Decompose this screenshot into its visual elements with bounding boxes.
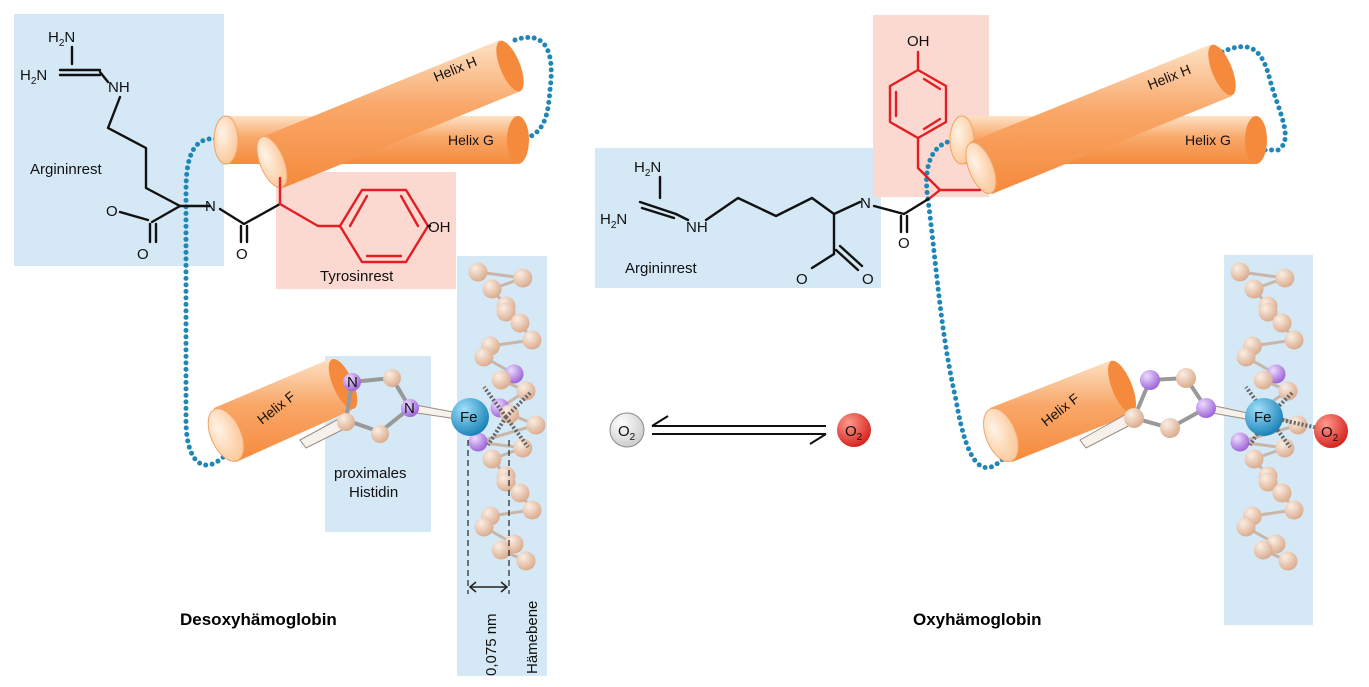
heme-carbon-atom (491, 540, 511, 560)
iron-atom-right (1245, 398, 1283, 436)
arginine-structure-right: H2N H2N NH O O N O Argininrest (600, 159, 942, 288)
chain-right-gf (924, 137, 1015, 471)
atom-o-carbonyl-right: O (862, 271, 874, 288)
oxy-title: Oxyhämoglobin (913, 610, 1041, 629)
heme-carbon-atom (516, 551, 536, 571)
helix-h-left: Helix H (256, 40, 524, 188)
tyrosine-structure-right: OH (888, 33, 982, 192)
heme-carbon-atom (1244, 279, 1264, 299)
iron-atom-left (451, 398, 489, 436)
heme-carbon-atom (1236, 517, 1256, 537)
oxygen-heme-right (1314, 414, 1348, 448)
heme-carbon-atom (491, 370, 511, 390)
helix-f-right: Helix F (983, 360, 1136, 463)
heme-carbon-atom (522, 500, 542, 520)
atom-nh-right: NH (686, 219, 708, 236)
heme-carbon-atom (468, 262, 488, 282)
atom-oh-right: OH (907, 33, 930, 50)
atom-o-carboxyl-right: O (796, 271, 808, 288)
heme-plane-box-left (457, 256, 547, 676)
helix-h-right: Helix H (965, 44, 1236, 194)
heme-carbon-atom (522, 330, 542, 350)
atom-n-amide-left: N (205, 198, 216, 215)
atom-h2n-mid-right: H2N (600, 211, 627, 231)
oxygen-heme-right-label: O2 (1321, 424, 1339, 444)
arginine-box-left (14, 14, 224, 266)
tyrosine-structure-left: OH Tyrosinrest (278, 176, 451, 285)
heme-carbon-atom (1236, 347, 1256, 367)
heme-carbon-atom (1284, 330, 1304, 350)
chain-left-gh (512, 35, 554, 143)
heme-carbon-atom (1272, 483, 1292, 503)
heme-carbon-atom (1258, 302, 1278, 322)
heme-plane-label: Hämebene (524, 601, 541, 674)
chain-left-gf (183, 136, 239, 468)
iron-label-left: Fe (460, 409, 478, 426)
histidine-left: N N proximales Histidin (299, 369, 465, 501)
atom-n-amide-right: N (860, 195, 871, 212)
histidine-label-left-2: Histidin (349, 484, 398, 501)
distance-label: 0,075 nm (483, 613, 500, 676)
desoxy-title: Desoxyhämoglobin (180, 610, 337, 629)
arginine-label-left: Argininrest (30, 161, 103, 178)
heme-carbon-atom (482, 279, 502, 299)
heme-carbon-atom (513, 268, 533, 288)
atom-o-carbonyl-left: O (137, 246, 149, 263)
atom-oh-left: OH (428, 219, 451, 236)
tyrosine-label-left: Tyrosinrest (320, 268, 394, 285)
heme-nitrogen-atom (1230, 432, 1250, 452)
heme-carbon-atom (1278, 381, 1298, 401)
oxygen-free-left (609, 412, 645, 448)
heme-carbon-atom (510, 313, 530, 333)
helix-g-right-label: Helix G (1185, 132, 1231, 148)
distance-indicator: 0,075 nm Hämebene (467, 440, 541, 676)
heme-carbon-atom (1253, 540, 1273, 560)
oxy-panel: Helix G Helix H OH H2N H2N NH (595, 15, 1348, 629)
heme-carbon-atom (510, 483, 530, 503)
heme-bond (477, 423, 537, 444)
heme-carbon-atom (1278, 551, 1298, 571)
heme-carbon-atom (1230, 262, 1250, 282)
helix-f-left: Helix F (207, 358, 358, 462)
chain-right-gh (1219, 44, 1288, 153)
atom-n-his2-left: N (404, 400, 415, 417)
oxygen-bound-right (837, 413, 871, 447)
heme-carbon-atom (496, 302, 516, 322)
histidine-label-left-1: proximales (334, 465, 407, 482)
atom-h2n-top-left: H2N (48, 29, 75, 49)
atom-h2n-mid-left: H2N (20, 67, 47, 87)
heme-carbon-atom (496, 472, 516, 492)
arginine-structure-left: H2N H2N NH O O N O Argininrest (20, 29, 282, 263)
heme-carbon-atom (1244, 449, 1264, 469)
oxygen-free-left-label: O2 (618, 423, 636, 443)
oxygen-bound-right-label: O2 (845, 423, 863, 443)
atom-nh-left: NH (108, 79, 130, 96)
iron-nitrogen-bond (486, 415, 508, 447)
equilibrium: O2 O2 (609, 412, 871, 448)
heme-carbon-atom (1258, 472, 1278, 492)
iron-label-right: Fe (1254, 409, 1272, 426)
atom-o-amide-right: O (898, 235, 910, 252)
heme-carbon-atom (1284, 500, 1304, 520)
heme-carbon-atom (526, 415, 546, 435)
heme-nitrogen-atom (468, 432, 488, 452)
arginine-label-right: Argininrest (625, 260, 698, 277)
heme-carbon-atom (1272, 313, 1292, 333)
atom-o-carboxyl-left: O (106, 203, 118, 220)
heme-carbon-atom (516, 381, 536, 401)
desoxy-panel: Helix G Helix H H2N H2N NH O O N (14, 14, 554, 676)
heme-left (468, 262, 546, 571)
atom-n-his1-left: N (347, 374, 358, 391)
heme-carbon-atom (1275, 268, 1295, 288)
heme-carbon-atom (482, 449, 502, 469)
atom-o-amide-left: O (236, 246, 248, 263)
heme-carbon-atom (1253, 370, 1273, 390)
heme-carbon-atom (474, 347, 494, 367)
atom-h2n-top-right: H2N (634, 159, 661, 179)
histidine-right (1079, 368, 1253, 449)
heme-carbon-atom (474, 517, 494, 537)
helix-g-left-label: Helix G (448, 132, 494, 148)
iron-nitrogen-bond (504, 391, 532, 419)
